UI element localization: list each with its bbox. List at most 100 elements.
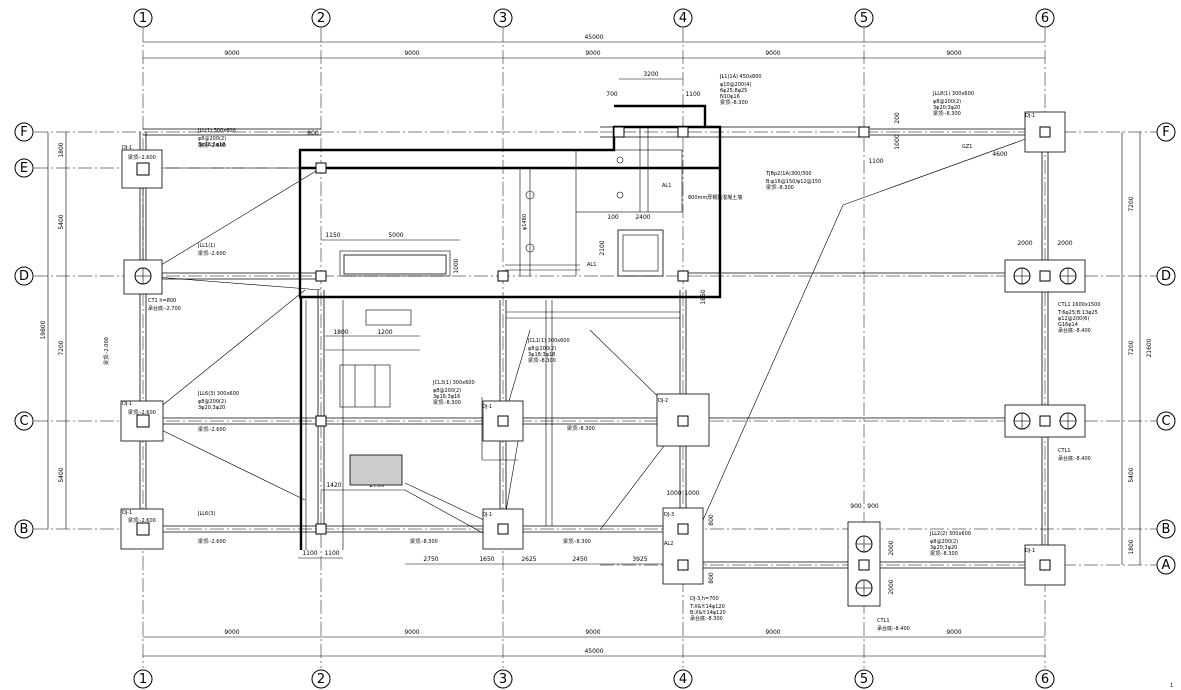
svg-text:6: 6 bbox=[1041, 672, 1049, 687]
axis-bubble-left-F: F bbox=[14, 122, 34, 142]
svg-text:D: D bbox=[19, 269, 29, 284]
svg-text:4: 4 bbox=[679, 672, 687, 687]
svg-text:B: B bbox=[1162, 522, 1171, 537]
top-span-3: 9000 bbox=[585, 50, 600, 57]
top-span-4: 9000 bbox=[765, 50, 780, 57]
note-jll6b: JLL6(3) bbox=[197, 511, 215, 517]
axis-bubble-right-A: A bbox=[1156, 555, 1176, 575]
axis-bubble-top-6: 6 bbox=[1035, 8, 1055, 28]
left-span-1: 1800 bbox=[58, 142, 65, 157]
axis-bubble-left-D: D bbox=[14, 266, 34, 286]
axis-bubble-bottom-5: 5 bbox=[854, 669, 874, 689]
dim-1800: 1800 bbox=[333, 329, 348, 336]
dim-2400: 2400 bbox=[635, 214, 650, 221]
note-ctl-bottom: CTL1 bbox=[877, 618, 890, 624]
svg-text:C: C bbox=[1161, 414, 1170, 429]
dim-1000-mid: 1000 bbox=[453, 258, 460, 273]
dim-1200: 1200 bbox=[377, 329, 392, 336]
label-dj1-b1: DJ-1 bbox=[122, 510, 132, 516]
svg-text:F: F bbox=[1162, 125, 1169, 140]
dim-200-right: 200 bbox=[894, 112, 901, 124]
axis-bubble-top-4: 4 bbox=[673, 8, 693, 28]
note-jll8: JLL8(1) 300x600 bbox=[932, 91, 974, 97]
svg-text:1: 1 bbox=[139, 672, 147, 687]
inner-dim-2700: 2700 bbox=[369, 482, 384, 489]
note-jll1a: JLL1(1) bbox=[197, 243, 215, 249]
dim-4600: 4600 bbox=[992, 151, 1007, 158]
dim-100: 100 bbox=[607, 214, 619, 221]
note-jll6b-sub: 梁顶:-2.600 bbox=[198, 538, 226, 545]
axis-bubble-bottom-3: 3 bbox=[493, 669, 513, 689]
dim-2000-a: 2000 bbox=[1017, 240, 1032, 247]
left-total: 19800 bbox=[40, 320, 47, 339]
bottom-span-1: 9000 bbox=[224, 629, 239, 636]
label-al2: AL2 bbox=[664, 541, 673, 547]
label-ring: φ1480 bbox=[522, 214, 528, 230]
note-elev-2600-c1: 梁顶:-2.600 bbox=[128, 409, 156, 416]
foundation-beams bbox=[139, 126, 1049, 569]
dim-5000: 5000 bbox=[388, 232, 403, 239]
right-total: 21600 bbox=[1146, 338, 1153, 357]
note-elev-2600-dj1a: 梁顶:-2.600 bbox=[128, 154, 156, 161]
right-span-2: 7200 bbox=[1128, 340, 1135, 355]
label-dj1-c3: DJ-1 bbox=[482, 404, 492, 410]
svg-text:5: 5 bbox=[860, 672, 868, 687]
axis-bubble-right-C: C bbox=[1156, 411, 1176, 431]
top-span-2: 9000 bbox=[404, 50, 419, 57]
svg-text:C: C bbox=[19, 414, 28, 429]
note-ctl-bottom-sub: 承台底:-8.400 bbox=[877, 625, 910, 632]
dim-2000-ct-b: 2000 bbox=[888, 579, 895, 594]
dim-900-b: 1000 bbox=[684, 490, 699, 497]
pile-caps bbox=[120, 111, 1086, 607]
label-dj1-a: DJ-1 bbox=[122, 145, 132, 151]
dim-2000-ct-a: 2000 bbox=[888, 540, 895, 555]
note-jll1a-sub: 梁顶:-2.600 bbox=[198, 250, 226, 257]
svg-text:F: F bbox=[20, 125, 27, 140]
axis-bubble-bottom-2: 2 bbox=[311, 669, 331, 689]
note-jll-c1: JLL(1) 300x600 bbox=[197, 128, 236, 134]
label-al1-mid: AL1 bbox=[587, 262, 596, 268]
top-total-dimension: 45000 bbox=[584, 34, 603, 41]
note-ctl1-b: CTL1 bbox=[1058, 448, 1071, 454]
axis-bubble-left-B: B bbox=[14, 519, 34, 539]
top-span-5: 9000 bbox=[946, 50, 961, 57]
note-jll2: JLL2(2) 300x600 bbox=[929, 531, 971, 537]
note-elev-2600-c: 梁顶:-2.600 bbox=[198, 426, 226, 433]
svg-text:3: 3 bbox=[499, 11, 507, 26]
inner-dim-1650: 1650 bbox=[479, 556, 494, 563]
axis-bubble-top-3: 3 bbox=[493, 8, 513, 28]
retaining-walls bbox=[298, 104, 722, 550]
dim-2100: 2100 bbox=[599, 240, 606, 255]
top-span-1: 9000 bbox=[224, 50, 239, 57]
svg-text:3: 3 bbox=[499, 672, 507, 687]
bottom-span-2: 9000 bbox=[404, 629, 419, 636]
label-dj2: DJ-2 bbox=[658, 398, 668, 404]
svg-text:1: 1 bbox=[139, 11, 147, 26]
note-ct1: CT1 h=800 bbox=[148, 298, 176, 304]
axis-bubble-right-D: D bbox=[1156, 266, 1176, 286]
note-ct1-sub: 承台底:-2.700 bbox=[148, 305, 181, 312]
svg-text:A: A bbox=[1162, 558, 1171, 573]
dim-1000-dj3b: 800 bbox=[708, 572, 715, 584]
right-span-3: 5400 bbox=[1128, 467, 1135, 482]
inner-dim-1100b: 1100 bbox=[324, 550, 339, 557]
axis-bubble-bottom-1: 1 bbox=[133, 669, 153, 689]
bottom-total-dimension: 45000 bbox=[584, 648, 603, 655]
svg-text:2: 2 bbox=[317, 11, 325, 26]
note-jcl1: JCL1(1) 300x600 bbox=[527, 338, 570, 344]
dim-700: 700 bbox=[606, 91, 618, 98]
svg-text:4: 4 bbox=[679, 11, 687, 26]
note-jll6-sub: φ8@200(2)3φ20;3φ20 bbox=[198, 399, 226, 411]
note-elev-2600-b1: 梁顶:-2.600 bbox=[128, 517, 156, 524]
note-jcl3: JCL3(1) 300x600 bbox=[432, 380, 475, 386]
svg-text:2: 2 bbox=[317, 672, 325, 687]
label-dj1-f6: DJ-1 bbox=[1025, 113, 1035, 119]
